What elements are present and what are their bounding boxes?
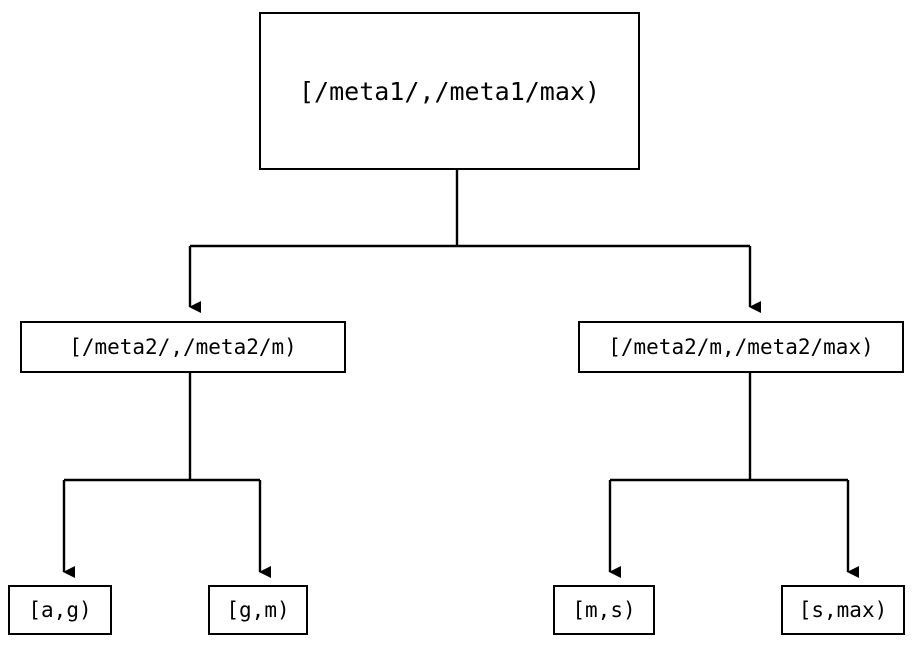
tree-node-root-label: [/meta1/,/meta1/max)	[298, 76, 601, 106]
tree-leaf-label: [m,s)	[572, 597, 636, 622]
tree-leaf-node: [m,s)	[553, 585, 655, 635]
tree-node-mid-left: [/meta2/,/meta2/m)	[20, 321, 346, 373]
edge-midright-to-leaves	[608, 373, 859, 578]
tree-node-mid-right-label: [/meta2/m,/meta2/max)	[608, 334, 874, 359]
tree-leaf-node: [a,g)	[8, 585, 112, 635]
tree-leaf-node: [s,max)	[781, 585, 905, 635]
edge-midleft-to-leaves	[62, 373, 271, 578]
tree-node-mid-right: [/meta2/m,/meta2/max)	[578, 321, 904, 373]
edge-root-to-level2	[188, 170, 761, 313]
tree-leaf-label: [a,g)	[28, 597, 92, 622]
tree-node-root: [/meta1/,/meta1/max)	[259, 12, 640, 170]
tree-node-mid-left-label: [/meta2/,/meta2/m)	[69, 334, 297, 359]
tree-leaf-label: [s,max)	[798, 597, 888, 622]
tree-leaf-node: [g,m)	[208, 585, 308, 635]
tree-leaf-label: [g,m)	[226, 597, 290, 622]
